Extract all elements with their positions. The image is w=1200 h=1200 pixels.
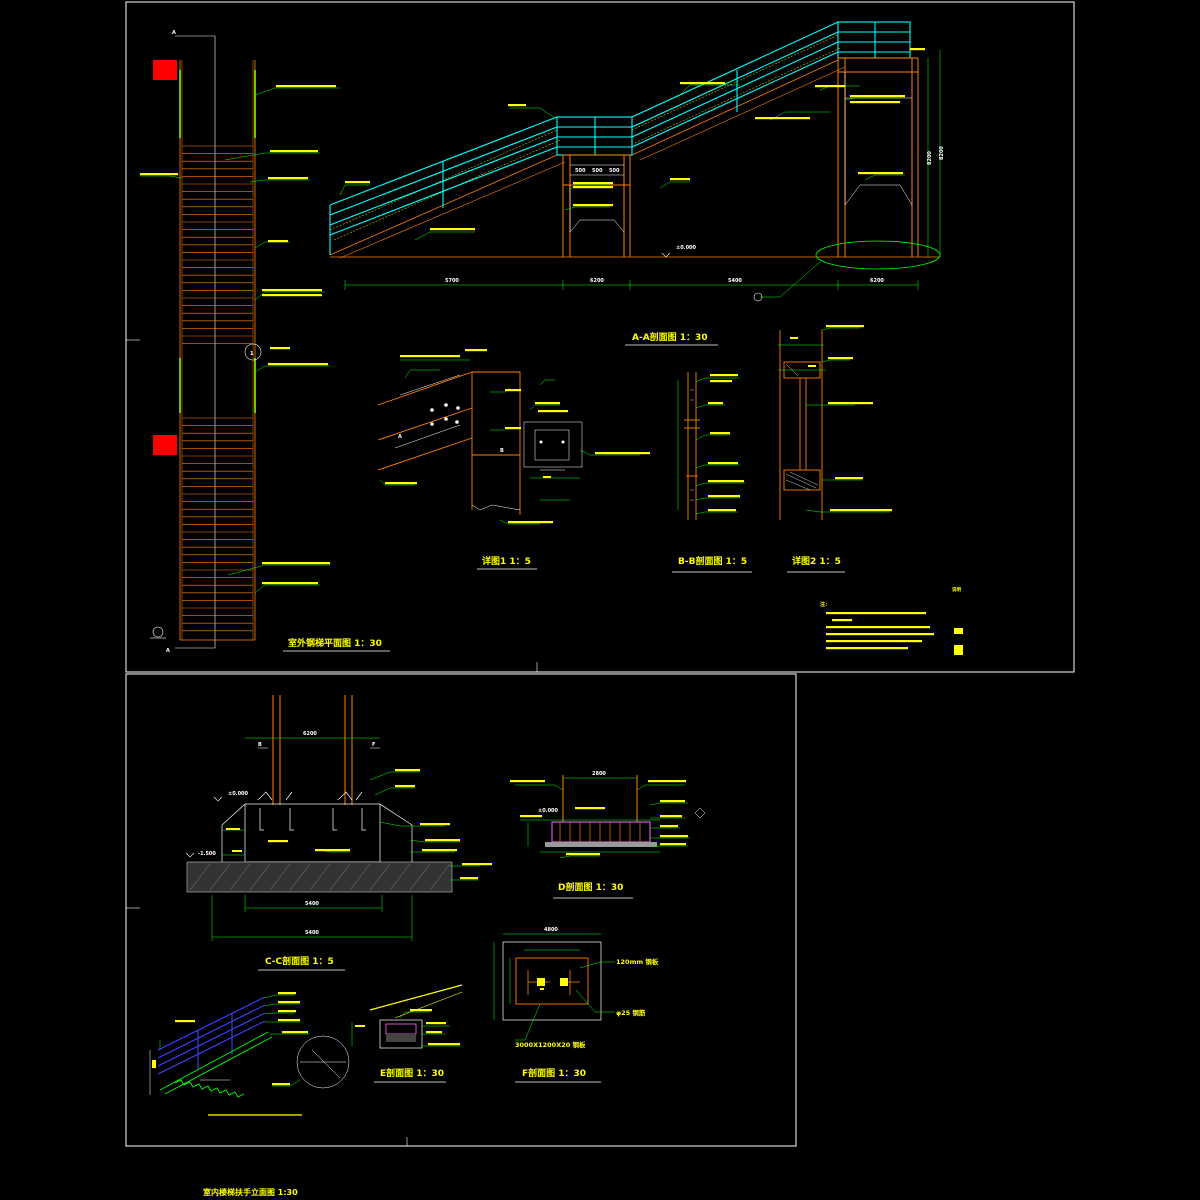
cc-marker-f: F <box>372 742 375 748</box>
cc-bottom-dim-1: 5400 <box>305 901 319 907</box>
bottom-dim-4: 6200 <box>870 278 884 284</box>
aa-level-mark: ±0.000 <box>676 245 697 251</box>
red-marker-top <box>153 60 177 80</box>
notes-side-label: 说明 <box>952 586 961 593</box>
d-level: ±0.000 <box>538 808 559 814</box>
detail-1-title: 详图1 1：5 <box>482 555 531 567</box>
cc-bottom-dim-2: 5400 <box>305 930 319 936</box>
landing-dim-3: 500 <box>609 168 620 174</box>
bottom-dim-1: 5700 <box>445 278 459 284</box>
stair-plan-view: A A 1 <box>140 30 390 654</box>
section-d-title: D剖面图 1：30 <box>558 881 623 893</box>
section-f-title: F剖面图 1：30 <box>522 1067 586 1079</box>
section-bb-drawing: B-B剖面图 1：5 <box>672 372 752 573</box>
d-top-dim: 2800 <box>592 771 606 777</box>
bottom-dim-2: 6200 <box>590 278 604 284</box>
notes-header: 注： <box>820 601 830 608</box>
detail-marker-1: 1 <box>250 351 254 357</box>
section-f-drawing: 4800 120mm 钢板 φ25 钢筋 3000X1200X20 钢板 F剖面… <box>493 927 659 1083</box>
section-cc-title: C-C剖面图 1：5 <box>265 955 334 967</box>
height-dim-1: 8200 <box>927 151 933 165</box>
section-bb-title: B-B剖面图 1：5 <box>678 555 747 567</box>
section-marker-a-top: A <box>172 30 176 36</box>
general-notes: 注： 说明 <box>820 586 963 655</box>
landing-dim-2: 500 <box>592 168 603 174</box>
detail-2-drawing: 详图2 1：5 <box>778 325 892 573</box>
f-callout-rebar: φ25 钢筋 <box>616 1008 646 1017</box>
footer-title: 室内楼梯扶手立面图 1:30 <box>203 1187 298 1197</box>
indoor-handrail-elevation <box>149 992 350 1116</box>
detail-1-drawing: A B 详图1 1：5 <box>377 349 650 570</box>
plan-view-title: 室外钢梯平面图 1：30 <box>288 637 382 649</box>
red-marker-bottom <box>153 435 177 455</box>
section-e-drawing: E剖面图 1：30 <box>351 984 463 1083</box>
section-d-drawing: 2800 ±0.000 D剖面图 1：30 <box>510 771 706 899</box>
cc-level-0: ±0.000 <box>228 791 249 797</box>
f-bottom-label: 3000X1200X20 钢板 <box>515 1040 586 1049</box>
cc-top-dim: 6200 <box>303 731 317 737</box>
detail1-marker-a: A <box>398 434 402 440</box>
top-sheet-frame <box>125 1 1075 673</box>
detail1-marker-b: B <box>500 448 504 454</box>
cc-level-1: -1.500 <box>198 851 216 857</box>
section-cc-drawing: 6200 5400 5400 ±0.000 -1.500 B F C-C剖面图 … <box>185 695 492 971</box>
height-dim-2: 8200 <box>939 146 945 160</box>
cc-marker-b: B <box>258 742 262 748</box>
section-aa-elevation: 500 500 500 8200 8200 <box>329 21 945 346</box>
section-marker-a-bottom: A <box>166 648 170 654</box>
section-aa-title: A-A剖面图 1：30 <box>632 331 708 343</box>
bottom-dim-3: 5400 <box>728 278 742 284</box>
f-top-dim: 4800 <box>544 927 558 933</box>
f-callout-plate: 120mm 钢板 <box>616 957 659 966</box>
landing-dim-1: 500 <box>575 168 586 174</box>
detail-2-title: 详图2 1：5 <box>792 555 841 567</box>
section-e-title: E剖面图 1：30 <box>380 1067 444 1079</box>
bottom-sheet-frame <box>125 673 797 1147</box>
